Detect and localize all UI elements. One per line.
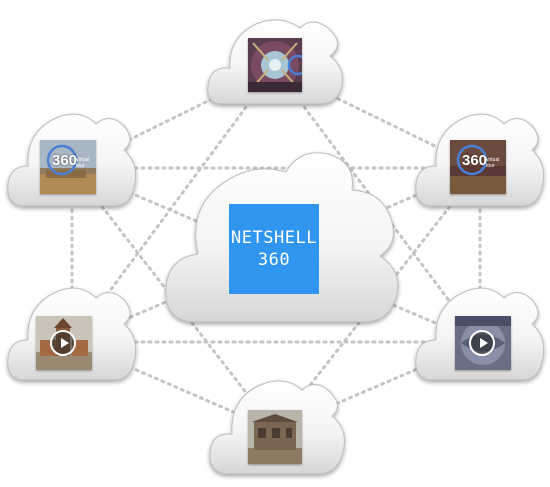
play-icon[interactable] <box>50 330 76 356</box>
thumbnail-left-upper[interactable]: 360 virtual tour <box>40 140 96 194</box>
badge-subtitle: virtual tour <box>486 157 500 169</box>
connector-line <box>273 166 482 432</box>
logo-line2: 360 <box>257 250 291 270</box>
virtual-tour-image-icon <box>40 140 96 194</box>
netshell-logo[interactable]: NETSHELL 360 <box>229 204 319 294</box>
connector-line <box>70 166 277 432</box>
thumbnail-left-lower[interactable] <box>36 316 92 370</box>
virtual-tour-image-icon <box>450 140 506 194</box>
badge-360-label: 360 <box>52 152 78 169</box>
thumbnail-bottom[interactable] <box>248 410 302 464</box>
play-icon[interactable] <box>469 330 495 356</box>
thumbnail-right-upper[interactable]: 360 virtual tour <box>450 140 506 194</box>
connector-line <box>70 66 277 344</box>
panorama-image-icon <box>248 38 302 92</box>
thumbnail-right-lower[interactable] <box>455 316 511 370</box>
badge-subtitle: virtual tour <box>76 157 90 169</box>
logo-line1: NETSHELL <box>231 228 317 248</box>
thumbnail-top[interactable] <box>248 38 302 92</box>
badge-360-label: 360 <box>462 152 488 169</box>
photo-image-icon <box>248 410 302 464</box>
connector-line <box>70 166 482 344</box>
connector-line <box>70 166 482 344</box>
